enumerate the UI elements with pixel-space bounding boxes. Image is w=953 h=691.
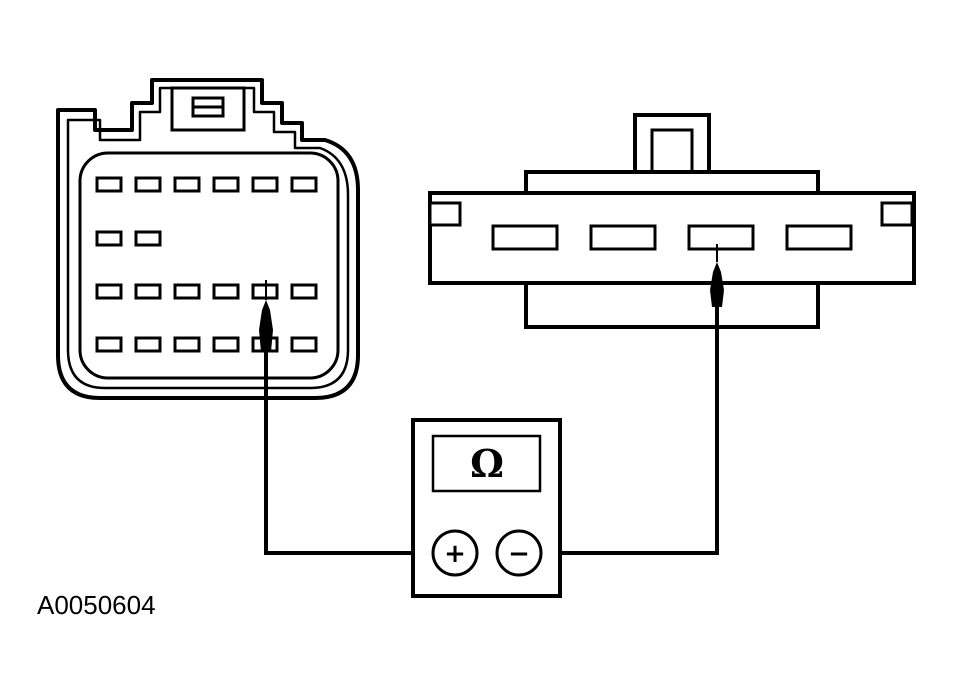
positive-terminal: + (431, 529, 479, 577)
right-pin-3 (687, 224, 755, 251)
left-pin-r4-c2 (134, 336, 162, 353)
left-connector-pin-area (78, 151, 340, 380)
left-pin-r3-c1 (95, 283, 123, 300)
left-connector (56, 78, 360, 400)
left-pin-r4-c1 (95, 336, 123, 353)
left-pin-r4-c3 (173, 336, 201, 353)
right-pin-2 (589, 224, 657, 251)
right-pin-1 (491, 224, 559, 251)
right-connector-top-shroud (524, 170, 820, 196)
negative-probe (710, 244, 724, 307)
right-connector-latch-slot (650, 128, 694, 177)
left-connector-pins (95, 176, 318, 353)
right-connector-right-tab (880, 201, 914, 227)
figure-id: A0050604 (37, 590, 156, 620)
left-pin-r1-c5 (251, 176, 279, 193)
negative-terminal: − (495, 529, 543, 577)
left-pin-r2-c1 (95, 230, 123, 247)
left-pin-r1-c2 (134, 176, 162, 193)
right-connector (428, 113, 916, 329)
right-connector-pins (491, 224, 853, 251)
left-pin-r4-c4 (212, 336, 240, 353)
negative-test-lead (540, 300, 719, 555)
left-pin-r3-c2 (134, 283, 162, 300)
positive-probe (259, 280, 273, 352)
negative-terminal-label: − (508, 539, 530, 569)
left-pin-r1-c3 (173, 176, 201, 193)
right-pin-4 (785, 224, 853, 251)
ohm-symbol: Ω (470, 441, 504, 486)
left-pin-r1-c1 (95, 176, 123, 193)
left-pin-r2-c2 (134, 230, 162, 247)
test-leads (259, 244, 724, 555)
positive-test-lead (264, 330, 433, 555)
left-pin-r4-c6 (290, 336, 318, 353)
left-pin-r1-c4 (212, 176, 240, 193)
ohmmeter: Ω + − (411, 418, 562, 598)
left-pin-r3-c3 (173, 283, 201, 300)
left-pin-r1-c6 (290, 176, 318, 193)
left-pin-r3-c4 (212, 283, 240, 300)
left-connector-outline-inner (66, 86, 350, 390)
left-pin-r3-c6 (290, 283, 318, 300)
positive-terminal-label: + (444, 539, 466, 569)
right-connector-left-tab (428, 201, 462, 227)
left-connector-housing (56, 78, 360, 400)
ohmmeter-display (431, 434, 542, 493)
